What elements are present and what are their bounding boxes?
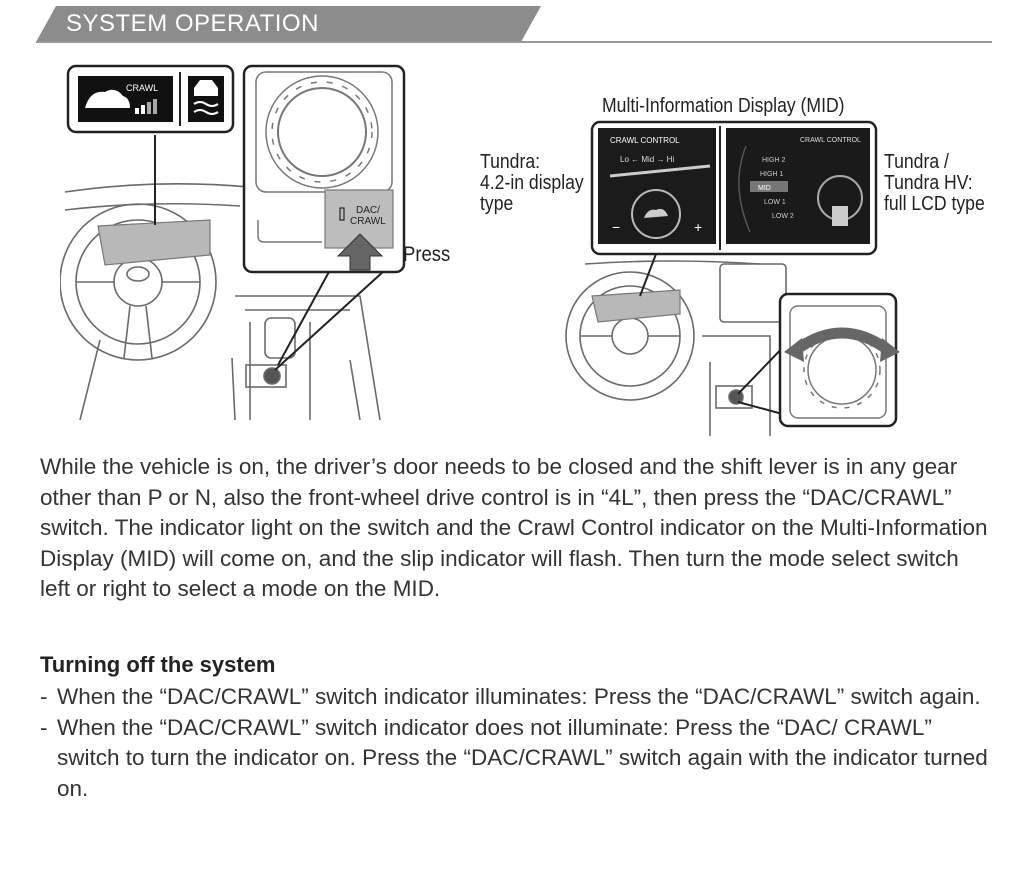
subheading-turning-off: Turning off the system [40, 652, 276, 677]
section-header-tab [36, 6, 541, 42]
mode-select-callout [778, 292, 898, 428]
section-title: SYSTEM OPERATION [66, 10, 319, 37]
screen2-mode-2: HIGH 1 [760, 171, 783, 178]
screen1-plus: + [694, 219, 702, 235]
list-item: - When the “DAC/CRAWL” switch indicator … [40, 682, 990, 713]
body-text: While the vehicle is on, the driver’s do… [40, 452, 990, 605]
turn-off-list: - When the “DAC/CRAWL” switch indicator … [40, 682, 990, 804]
mid-drawing: CRAWL CONTROL Lo ← Mid → Hi − + CRAWL CO… [565, 120, 900, 436]
screen2-title: CRAWL CONTROL [800, 137, 861, 144]
tundra-42-label: Tundra: 4.2-in display type [480, 151, 584, 215]
dashboard-drawing: CRAWL DAC/ CRAWL [59, 64, 406, 421]
tundra-lcd-label: Tundra / Tundra HV: full LCD type [884, 151, 985, 215]
mid-illustration: CRAWL CONTROL Lo ← Mid → Hi − + CRAWL CO… [470, 86, 1010, 436]
press-label: Press [403, 243, 451, 266]
screen1-minus: − [612, 219, 620, 235]
list-item-text: When the “DAC/CRAWL” switch indicator il… [57, 684, 981, 709]
section-header-rule [36, 41, 992, 43]
bullet-dash: - [40, 714, 48, 740]
screen1-title: CRAWL CONTROL [610, 136, 680, 145]
press-arrow-icon [336, 233, 384, 271]
switch-label-line2: CRAWL [350, 216, 386, 227]
screen1-scale: Lo ← Mid → Hi [620, 155, 674, 164]
screen2-mode-3: MID [758, 185, 771, 192]
list-item: - When the “DAC/CRAWL” switch indicator … [40, 713, 990, 805]
crawl-indicator-text: CRAWL [126, 83, 158, 93]
screen2-mode-5: LOW 2 [772, 213, 794, 220]
screen2-mode-4: LOW 1 [764, 199, 786, 206]
mid-highlight-right [591, 289, 681, 323]
mid-title-label: Multi-Information Display (MID) [602, 95, 845, 117]
dac-crawl-switch-illustration: CRAWL DAC/ CRAWL Press [59, 60, 470, 421]
mid-screen-42 [598, 128, 716, 244]
screen2-mode-1: HIGH 2 [762, 157, 785, 164]
section-header: SYSTEM OPERATION [36, 6, 992, 46]
instruction-paragraph: While the vehicle is on, the driver’s do… [40, 454, 988, 601]
switch-label-line1: DAC/ [356, 205, 380, 216]
mid-highlight [97, 219, 211, 266]
bullet-dash: - [40, 684, 48, 709]
rotate-arrow-icon [792, 327, 892, 355]
list-item-text: When the “DAC/CRAWL” switch indicator do… [57, 714, 988, 801]
